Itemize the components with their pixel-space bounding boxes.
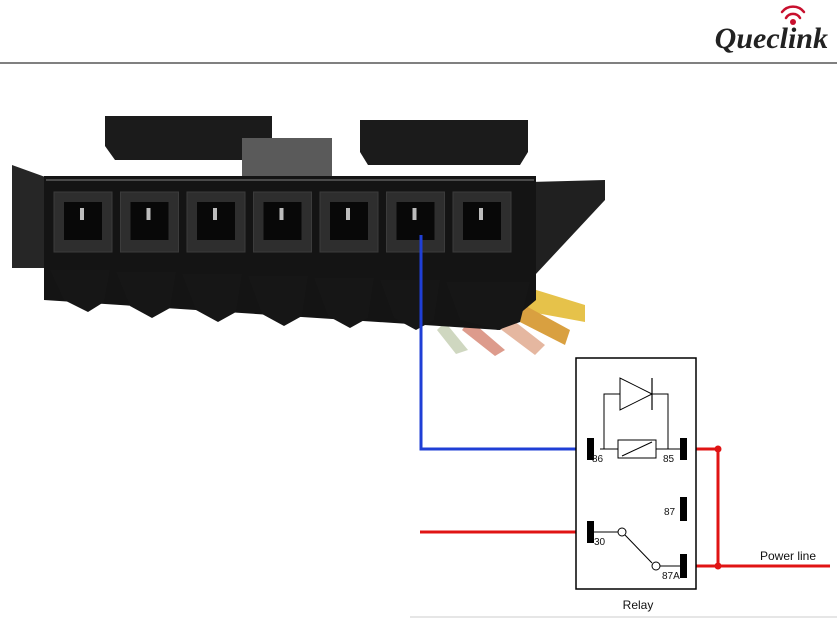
coil-icon (618, 440, 656, 458)
pin-87a-label: 87A (662, 571, 680, 582)
connector-illustration (12, 116, 605, 356)
connector-wing-left (12, 165, 48, 268)
connector-latch-center (242, 138, 332, 180)
brand-logo: Queclink (715, 7, 828, 55)
pin-87-terminal (680, 497, 687, 521)
connector-slot (453, 192, 511, 252)
pin-85-terminal (680, 438, 687, 460)
pin-30-terminal (587, 521, 594, 543)
connector-wing-right (530, 180, 605, 275)
pin-87-label: 87 (664, 507, 676, 518)
pin-86-label: 86 (592, 454, 604, 465)
brand-name: Queclink (715, 22, 828, 55)
connector-slot (121, 192, 179, 252)
connector-slot (54, 192, 112, 252)
relay: 86 85 87 30 87A Relay (576, 358, 696, 612)
power-line-label: Power line (760, 549, 816, 563)
connector-slots (54, 192, 511, 252)
pin-30-label: 30 (594, 537, 606, 548)
connector-slot (320, 192, 378, 252)
junction-dot-top (715, 446, 722, 453)
connector-slot (387, 192, 445, 252)
relay-caption: Relay (623, 598, 654, 612)
pin-87a-terminal (680, 554, 687, 578)
junction-dot-bottom (715, 563, 722, 570)
pin-85-label: 85 (663, 454, 675, 465)
connector-latch-right (360, 120, 528, 165)
connector-slot (187, 192, 245, 252)
connector-slot (254, 192, 312, 252)
